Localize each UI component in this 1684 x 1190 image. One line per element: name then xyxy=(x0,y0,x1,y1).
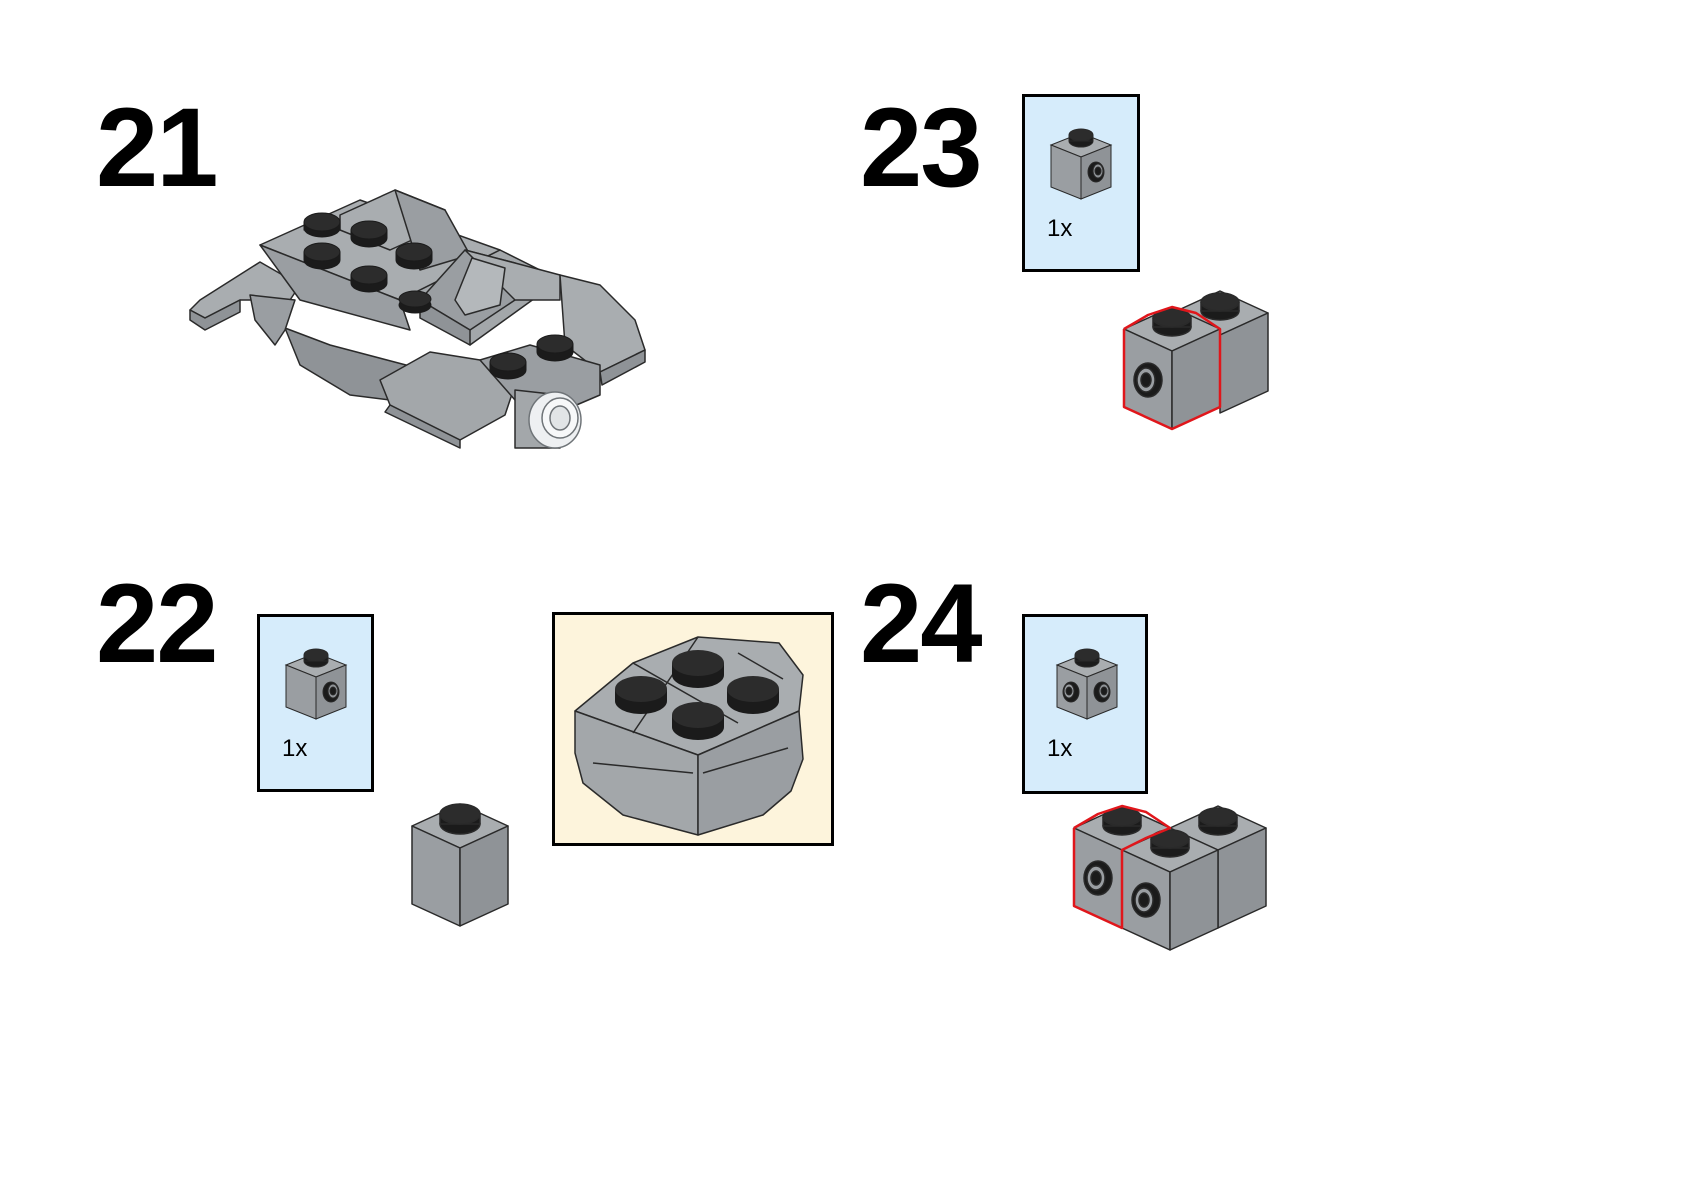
step-number-24: 24 xyxy=(860,561,983,686)
sub-assembly-illustration xyxy=(574,636,804,836)
part-quantity: 1x xyxy=(1047,735,1073,762)
step-22-sub-assembly-callout xyxy=(552,612,834,846)
brick-1x1-with-side-stud-icon xyxy=(284,648,348,720)
step-24-parts-list: 1x xyxy=(1022,614,1148,794)
step-24-assembly-illustration xyxy=(1072,804,1267,951)
step-21-assembly-illustration xyxy=(189,189,646,449)
brick-1x1-with-side-stud-icon xyxy=(1049,128,1113,200)
step-number-23: 23 xyxy=(860,85,983,210)
step-number-21: 21 xyxy=(96,85,219,210)
part-quantity: 1x xyxy=(1047,215,1073,242)
part-quantity: 1x xyxy=(282,735,308,762)
step-23-parts-list: 1x xyxy=(1022,94,1140,272)
step-22-parts-list: 1x xyxy=(257,614,374,792)
brick-1x1-with-two-side-studs-icon xyxy=(1055,648,1119,720)
step-22-brick-illustration xyxy=(411,803,509,927)
step-23-assembly-illustration xyxy=(1122,290,1269,431)
step-number-22: 22 xyxy=(96,561,219,686)
